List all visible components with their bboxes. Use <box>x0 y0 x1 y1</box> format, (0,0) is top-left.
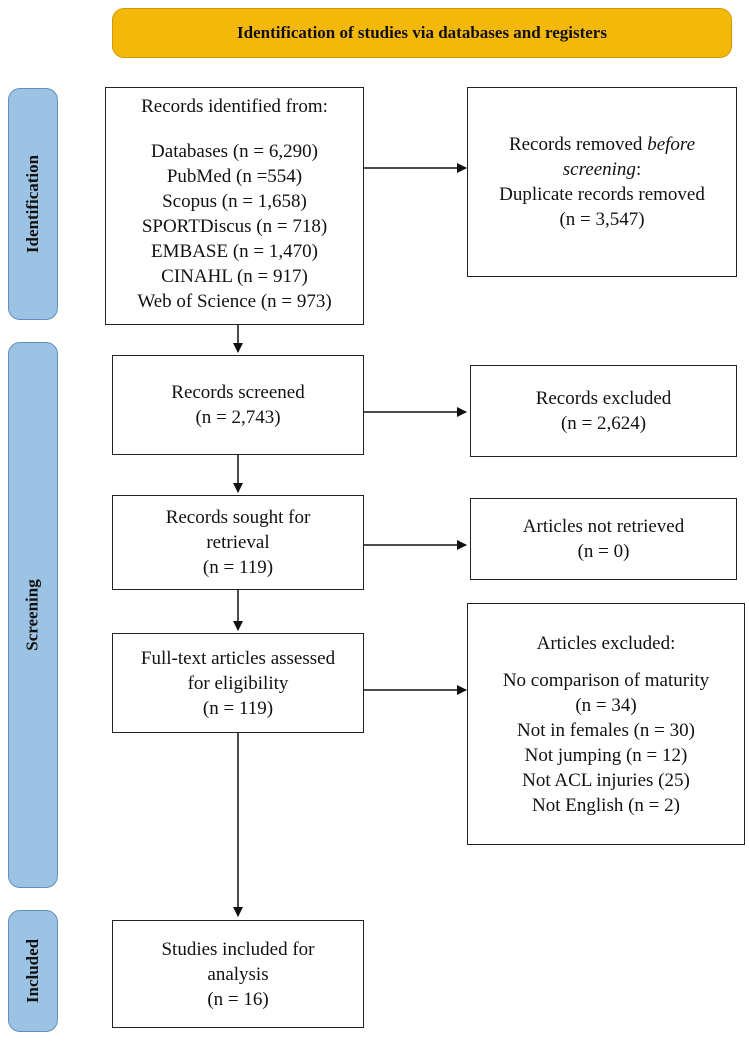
records-excluded-box: Records excluded (n = 2,624) <box>470 365 737 457</box>
not-retrieved-line1: Articles not retrieved <box>522 516 685 537</box>
records-removed-box: Records removed before screening: Duplic… <box>467 87 737 277</box>
articles-excluded-item: Not in females (n = 30) <box>517 719 695 741</box>
phase-identification: Identification <box>8 88 58 320</box>
removed-line4: (n = 3,547) <box>559 209 645 230</box>
records-identified-box: Records identified from: Databases (n = … <box>105 87 364 325</box>
fulltext-line1: Full-text articles assessed <box>140 647 336 669</box>
identified-item: Scopus (n = 1,658) <box>162 191 307 212</box>
identified-item: SPORTDiscus (n = 718) <box>141 216 328 237</box>
excluded-line1: Records excluded <box>535 388 672 409</box>
not-retrieved-line2: (n = 0) <box>577 541 630 562</box>
fulltext-line2: for eligibility <box>187 672 289 694</box>
articles-excluded-item: (n = 34) <box>575 694 637 716</box>
phase-included: Included <box>8 910 58 1032</box>
screened-line2: (n = 2,743) <box>195 407 281 428</box>
identified-item: Web of Science (n = 973) <box>137 291 332 312</box>
records-identified-heading: Records identified from: <box>141 96 328 117</box>
studies-included-box: Studies included for analysis (n = 16) <box>112 920 364 1028</box>
banner-title-text: Identification of studies via databases … <box>237 23 607 42</box>
sought-line3: (n = 119) <box>202 557 274 578</box>
articles-excluded-item: Not English (n = 2) <box>532 794 680 816</box>
identified-item: Databases (n = 6,290) <box>151 141 318 162</box>
banner-title: Identification of studies via databases … <box>112 8 732 58</box>
fulltext-assessed-box: Full-text articles assessed for eligibil… <box>112 633 364 733</box>
fulltext-line3: (n = 119) <box>202 697 274 719</box>
sought-line1: Records sought for <box>165 507 311 528</box>
removed-line2-emph: screening <box>562 159 636 180</box>
phase-screening: Screening <box>8 342 58 888</box>
articles-excluded-box: Articles excluded: No comparison of matu… <box>467 603 745 845</box>
included-line1: Studies included for <box>161 938 315 960</box>
articles-excluded-item: Not jumping (n = 12) <box>524 744 688 766</box>
excluded-line2: (n = 2,624) <box>560 413 647 434</box>
removed-line1-emph: before <box>647 134 696 155</box>
not-retrieved-box: Articles not retrieved (n = 0) <box>470 498 737 580</box>
sought-line2: retrieval <box>206 532 270 553</box>
removed-line2-suffix: : <box>635 159 642 180</box>
articles-excluded-heading: Articles excluded: <box>536 632 676 654</box>
screened-line1: Records screened <box>171 382 305 403</box>
articles-excluded-item: No comparison of maturity <box>502 669 710 691</box>
records-screened-box: Records screened (n = 2,743) <box>112 355 364 455</box>
sought-retrieval-box: Records sought for retrieval (n = 119) <box>112 495 364 590</box>
identified-item: EMBASE (n = 1,470) <box>151 241 318 262</box>
included-line3: (n = 16) <box>207 988 269 1010</box>
articles-excluded-item: Not ACL injuries (25) <box>522 769 690 791</box>
included-line2: analysis <box>207 963 269 985</box>
identified-item: PubMed (n =554) <box>166 166 303 187</box>
removed-line1: Records removed <box>508 134 648 155</box>
removed-line3: Duplicate records removed <box>499 184 705 205</box>
identified-item: CINAHL (n = 917) <box>161 266 308 287</box>
